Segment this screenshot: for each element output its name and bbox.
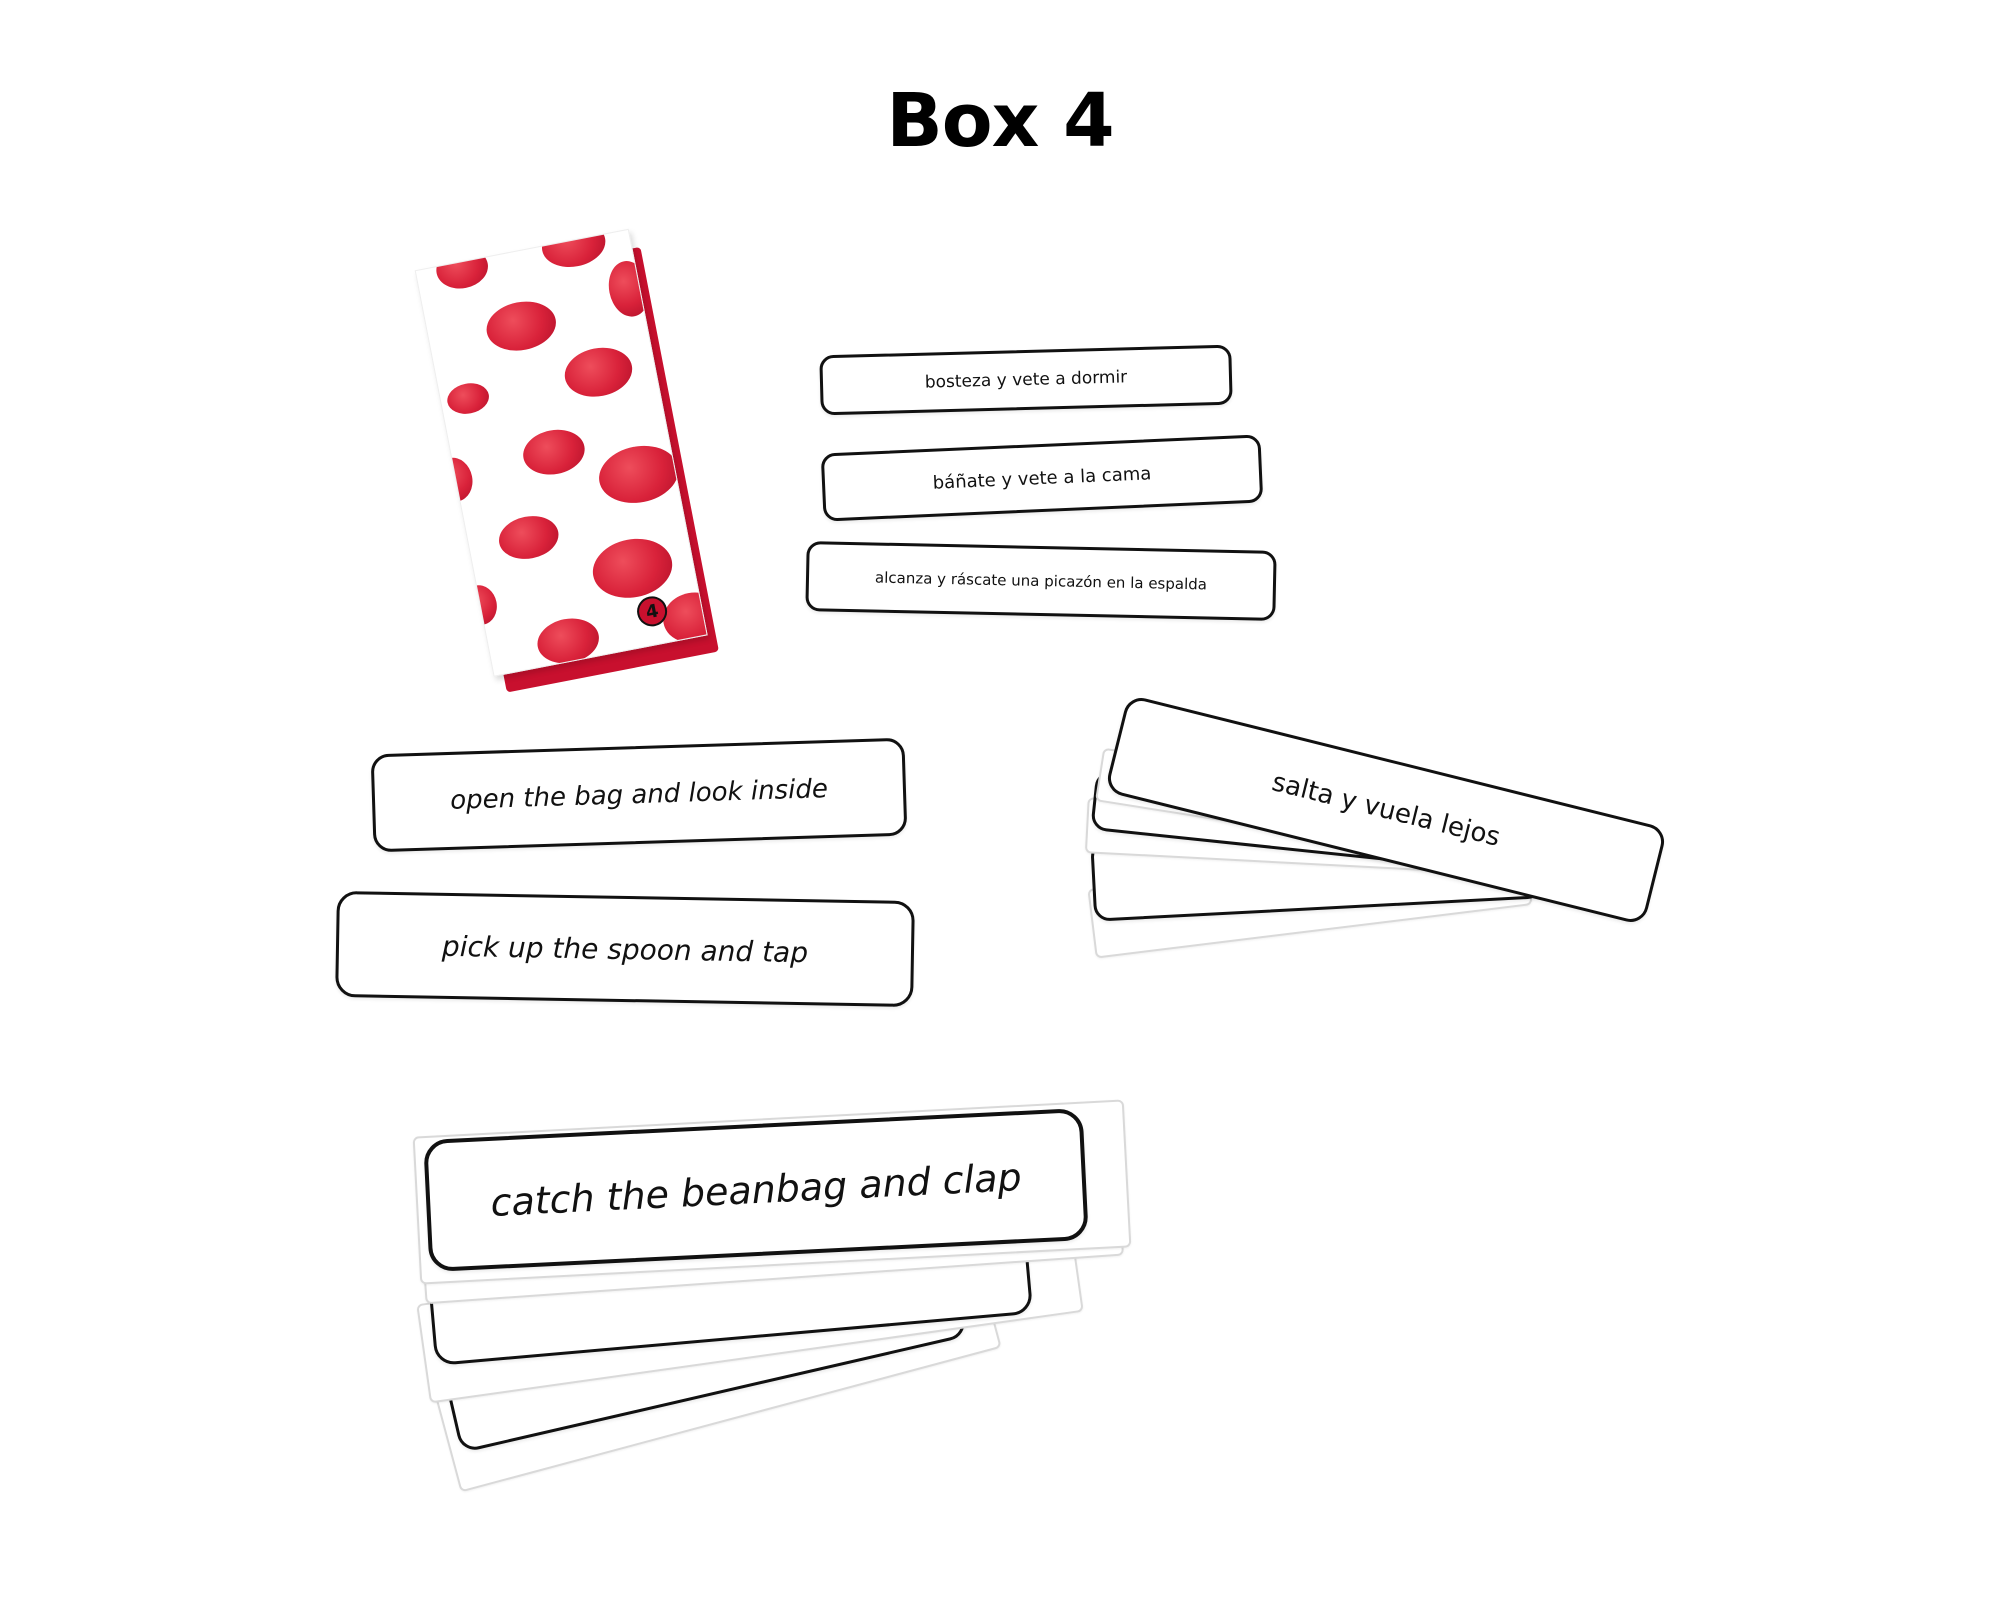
- card-text: pick up the spoon and tap: [441, 929, 809, 969]
- card-pick-up-spoon[interactable]: pick up the spoon and tap: [335, 890, 915, 1008]
- polka-dot: [444, 379, 492, 418]
- polka-dot: [432, 454, 477, 505]
- box-face: 4: [414, 228, 708, 677]
- polka-dot-box[interactable]: 4: [414, 228, 719, 693]
- polka-dot: [482, 295, 561, 357]
- card-bosteza[interactable]: bosteza y vete a dormir: [819, 344, 1233, 416]
- polka-dot: [538, 228, 610, 273]
- polka-dot: [432, 243, 492, 293]
- polka-dot: [560, 342, 637, 403]
- polka-dot: [587, 532, 678, 605]
- card-banate[interactable]: báñate y vete a la cama: [820, 434, 1264, 522]
- card-text: alcanza y ráscate una picazón en la espa…: [874, 568, 1208, 594]
- page-title: Box 4: [886, 78, 1114, 164]
- card-text: catch the beanbag and clap: [489, 1155, 1023, 1225]
- polka-dot: [459, 582, 501, 629]
- card-alcanza[interactable]: alcanza y ráscate una picazón en la espa…: [805, 541, 1277, 621]
- card-text: salta y vuela lejos: [1268, 767, 1504, 853]
- polka-dot: [495, 511, 563, 564]
- polka-dot: [519, 424, 589, 480]
- card-text: open the bag and look inside: [449, 774, 829, 816]
- card-text: báñate y vete a la cama: [932, 462, 1152, 494]
- card-text: bosteza y vete a dormir: [924, 367, 1128, 393]
- polka-dot: [594, 439, 684, 510]
- card-open-bag[interactable]: open the bag and look inside: [370, 737, 908, 853]
